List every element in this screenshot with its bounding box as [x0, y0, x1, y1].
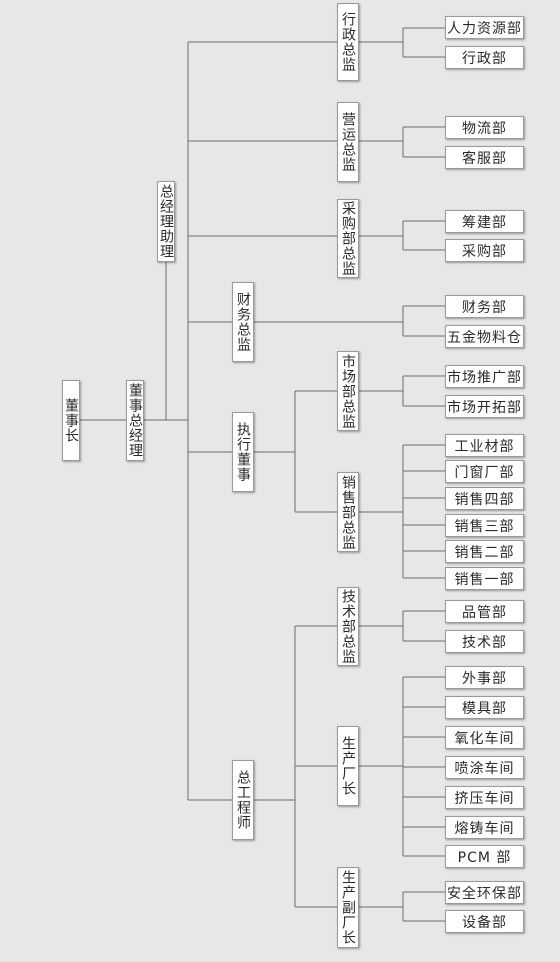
node-casting-workshop: 熔铸车间 — [445, 816, 524, 839]
node-ops-director: 营运总监 — [337, 102, 359, 182]
node-mold-dept: 模具部 — [445, 696, 524, 719]
node-finance-director: 财务总监 — [232, 282, 254, 362]
node-sales-director: 销售部总监 — [337, 472, 359, 552]
node-customer-service-dept: 客服部 — [445, 146, 524, 169]
node-logistics-dept: 物流部 — [445, 116, 524, 139]
node-marketing-director: 市场部总监 — [337, 351, 359, 431]
node-chairman: 董事长 — [62, 380, 80, 461]
node-pcm-dept: PCM 部 — [445, 845, 524, 868]
node-doors-windows-dept: 门窗厂部 — [445, 460, 524, 483]
node-qc-dept: 品管部 — [445, 600, 524, 623]
node-deputy-plant-manager: 生产副厂长 — [337, 867, 359, 948]
node-sales2: 销售二部 — [445, 540, 524, 563]
node-tech-dept: 技术部 — [445, 630, 524, 653]
node-gm-assistant: 总经理助理 — [157, 181, 175, 262]
node-industrial-dept: 工业材部 — [445, 434, 524, 457]
node-safety-env-dept: 安全环保部 — [445, 881, 524, 904]
node-plant-manager: 生产厂长 — [337, 726, 359, 806]
node-spray-workshop: 喷涂车间 — [445, 756, 524, 779]
node-construction-dept: 筹建部 — [445, 210, 524, 233]
node-hr-dept: 人力资源部 — [445, 16, 524, 39]
node-admin-dept: 行政部 — [445, 46, 524, 69]
connector-lines — [80, 27, 445, 922]
node-equipment-dept: 设备部 — [445, 910, 524, 933]
node-hardware-warehouse: 五金物料仓 — [445, 325, 524, 348]
node-purchasing-director: 采购部总监 — [337, 199, 359, 278]
node-finance-dept: 财务部 — [445, 295, 524, 318]
node-tech-director: 技术部总监 — [337, 587, 359, 666]
node-admin-director: 行政总监 — [337, 3, 359, 81]
node-executive-director: 执行董事 — [232, 412, 254, 492]
node-extrusion-workshop: 挤压车间 — [445, 786, 524, 809]
node-market-dev-dept: 市场开拓部 — [445, 395, 524, 418]
node-oxidation-workshop: 氧化车间 — [445, 726, 524, 749]
node-foreign-affairs-dept: 外事部 — [445, 666, 524, 689]
node-sales1: 销售一部 — [445, 567, 524, 590]
node-sales4: 销售四部 — [445, 487, 524, 510]
node-sales3: 销售三部 — [445, 514, 524, 537]
node-market-promo-dept: 市场推广部 — [445, 365, 524, 388]
node-purchasing-dept: 采购部 — [445, 239, 524, 262]
node-chief-engineer: 总工程师 — [232, 760, 254, 840]
node-ceo: 董事总经理 — [126, 380, 144, 461]
